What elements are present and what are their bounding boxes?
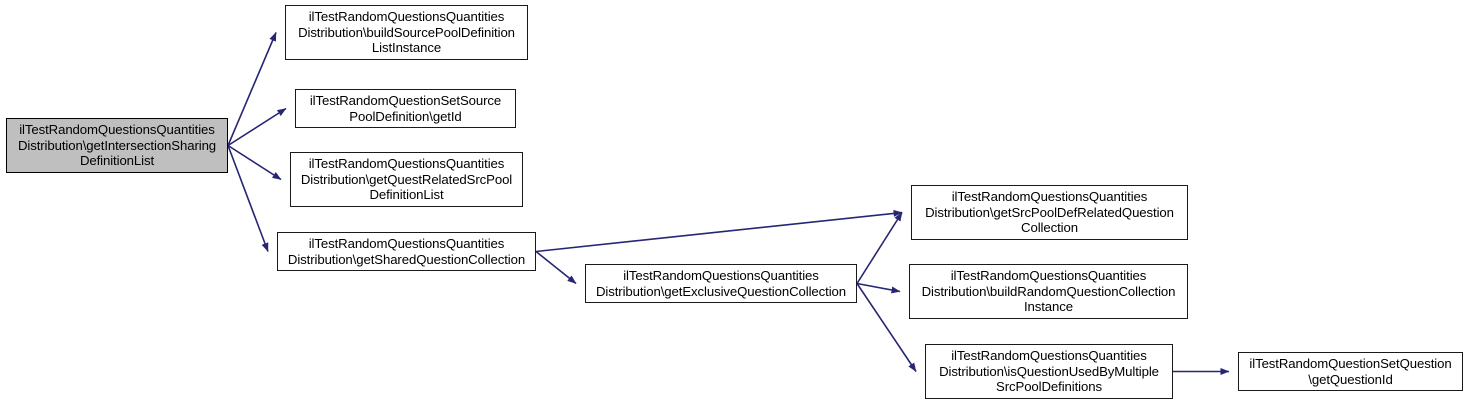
- graph-edge-get_exclusive_question_collection-to-build_random_question_collection_instance: [856, 282, 901, 294]
- graph-node-get_exclusive_question_collection[interactable]: ilTestRandomQuestionsQuantities Distribu…: [585, 264, 857, 303]
- graph-edge-root-to-get_shared_question_collection: [227, 145, 269, 252]
- graph-node-get_id[interactable]: ilTestRandomQuestionSetSource PoolDefini…: [295, 89, 516, 128]
- graph-edge-root-to-get_id: [227, 107, 287, 147]
- graph-node-build_source_pool_definition_list_instance[interactable]: ilTestRandomQuestionsQuantities Distribu…: [285, 5, 528, 60]
- graph-node-root[interactable]: ilTestRandomQuestionsQuantities Distribu…: [6, 118, 228, 173]
- graph-edge-root-to-get_quest_related_src_pool_definition_list: [227, 144, 282, 181]
- graph-node-get_quest_related_src_pool_definition_list[interactable]: ilTestRandomQuestionsQuantities Distribu…: [290, 152, 523, 207]
- graph-edge-get_shared_question_collection-to-get_exclusive_question_collection: [535, 250, 577, 285]
- graph-node-get_question_id[interactable]: ilTestRandomQuestionSetQuestion \getQues…: [1238, 352, 1463, 391]
- graph-node-get_src_pool_def_related_question_collection[interactable]: ilTestRandomQuestionsQuantities Distribu…: [911, 185, 1188, 240]
- graph-edge-root-to-build_source_pool_definition_list_instance: [227, 32, 277, 146]
- graph-edge-get_exclusive_question_collection-to-get_src_pool_def_related_question_collection: [856, 212, 903, 284]
- graph-edge-get_exclusive_question_collection-to-is_question_used_by_multiple_src_pool_definitions: [856, 283, 917, 372]
- graph-node-is_question_used_by_multiple_src_pool_definitions[interactable]: ilTestRandomQuestionsQuantities Distribu…: [925, 344, 1173, 399]
- graph-node-build_random_question_collection_instance[interactable]: ilTestRandomQuestionsQuantities Distribu…: [909, 264, 1188, 319]
- graph-edge-get_shared_question_collection-to-get_src_pool_def_related_question_collection: [535, 209, 903, 253]
- graph-node-get_shared_question_collection[interactable]: ilTestRandomQuestionsQuantities Distribu…: [277, 232, 536, 271]
